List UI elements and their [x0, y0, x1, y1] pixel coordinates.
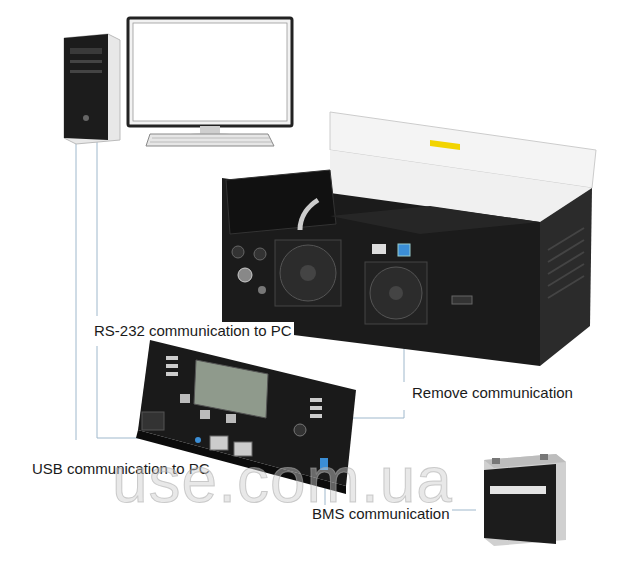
pc-monitor: [128, 18, 292, 146]
caption-label: Remove communication: [410, 384, 575, 401]
battery: [484, 454, 566, 546]
watermark: use.com.ua: [112, 448, 453, 512]
caption-label: RS-232 communication to PC: [92, 322, 294, 339]
pc-tower: [64, 34, 120, 144]
